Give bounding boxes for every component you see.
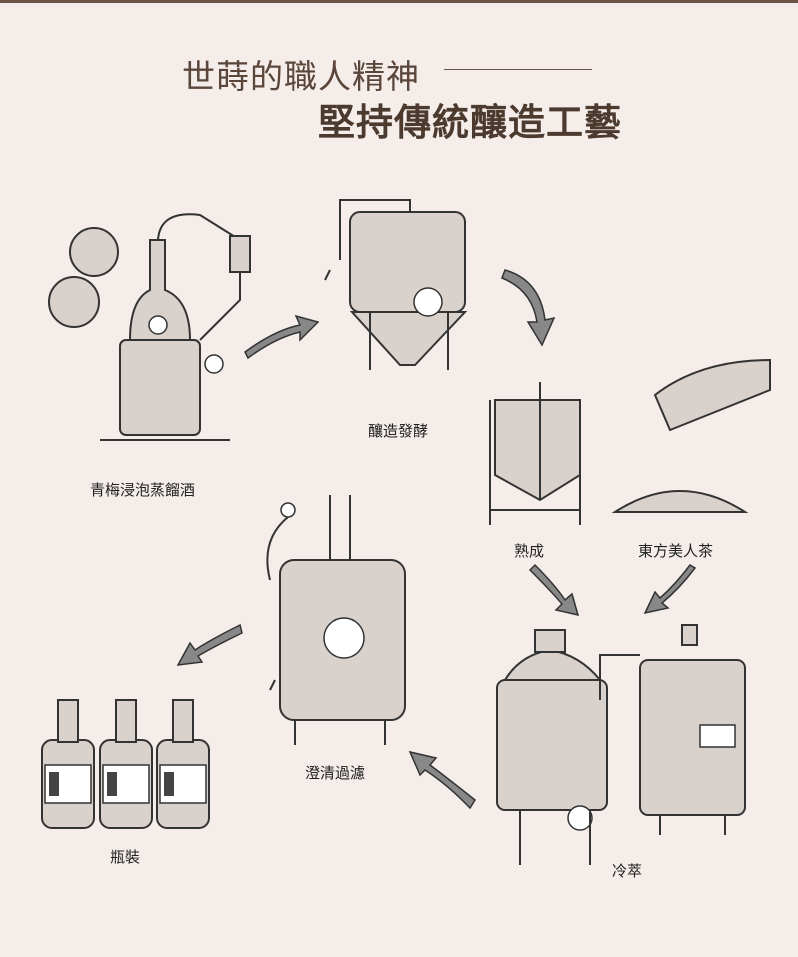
fermenter-illustration [324,199,468,370]
page-subtitle: 世蒔的職人精神 [182,57,420,96]
title-rule [444,69,592,70]
tea-leaves-illustration [611,358,771,513]
step-label-tea: 東方美人茶 [638,542,714,560]
step-label-bottle: 瓶裝 [110,848,141,866]
step-label-distill: 青梅浸泡蒸餾酒 [90,481,196,499]
cold-brew-illustration [496,624,746,865]
page-title: 堅持傳統釀造工藝 [318,101,622,144]
step-label-ferment: 釀造發酵 [368,422,429,440]
plum-icons [48,227,119,328]
top-border [0,0,798,3]
bottles-illustration [41,699,210,829]
distiller-illustration [100,213,251,441]
step-label-mature: 熟成 [514,542,545,560]
flow-arrows [176,269,697,810]
maturing-tank-illustration [489,382,581,525]
step-label-coldbrew: 冷萃 [612,862,643,880]
filter-tank-illustration [266,495,406,745]
step-label-filter: 澄清過濾 [305,764,366,782]
